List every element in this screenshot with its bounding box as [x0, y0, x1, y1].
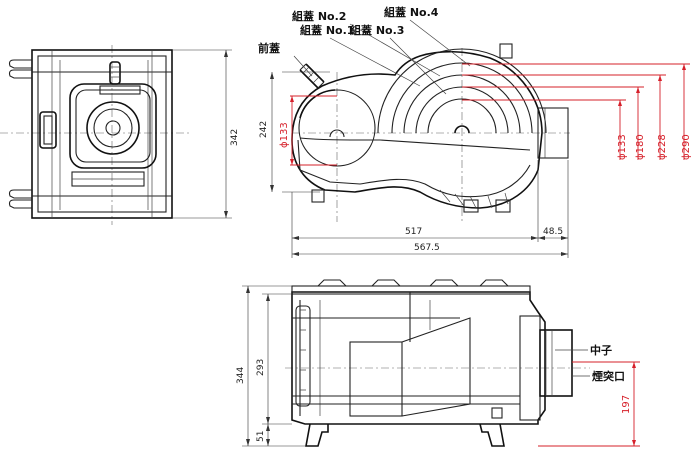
dim-top-length-total: 567.5: [414, 243, 440, 253]
label-flue: 煙突口: [592, 369, 625, 383]
dim-top-length-ext: 48.5: [543, 227, 563, 237]
front-view: 344 293 51 中子 煙突口 197: [236, 279, 640, 447]
top-view: 前蓋 組蓋 No.2 組蓋 No.1 組蓋 No.3 組蓋 No.4 242 ϕ…: [258, 5, 692, 258]
dim-side-height: 342: [230, 129, 240, 146]
dim-dia-290: ϕ290: [681, 134, 692, 160]
label-inner: 中子: [590, 343, 612, 357]
side-view: 342: [0, 45, 240, 225]
dim-top-length-main: 517: [405, 227, 422, 237]
label-set-lid-2: 組蓋 No.2: [292, 9, 346, 23]
dim-dia-133-left: ϕ133: [279, 122, 290, 148]
dim-front-total-height: 344: [236, 367, 246, 384]
label-front-lid: 前蓋: [258, 41, 280, 55]
label-set-lid-1: 組蓋 No.1: [300, 23, 354, 37]
dim-front-body-height: 293: [256, 359, 266, 376]
dim-top-height: 242: [259, 121, 269, 138]
dim-dia-228: ϕ228: [657, 134, 668, 160]
dim-front-leg-height: 51: [256, 431, 266, 442]
dim-flue-height: 197: [621, 395, 632, 414]
dim-dia-133: ϕ133: [617, 134, 628, 160]
label-set-lid-4: 組蓋 No.4: [384, 5, 439, 19]
dim-dia-180: ϕ180: [635, 134, 646, 160]
label-set-lid-3: 組蓋 No.3: [350, 23, 404, 37]
